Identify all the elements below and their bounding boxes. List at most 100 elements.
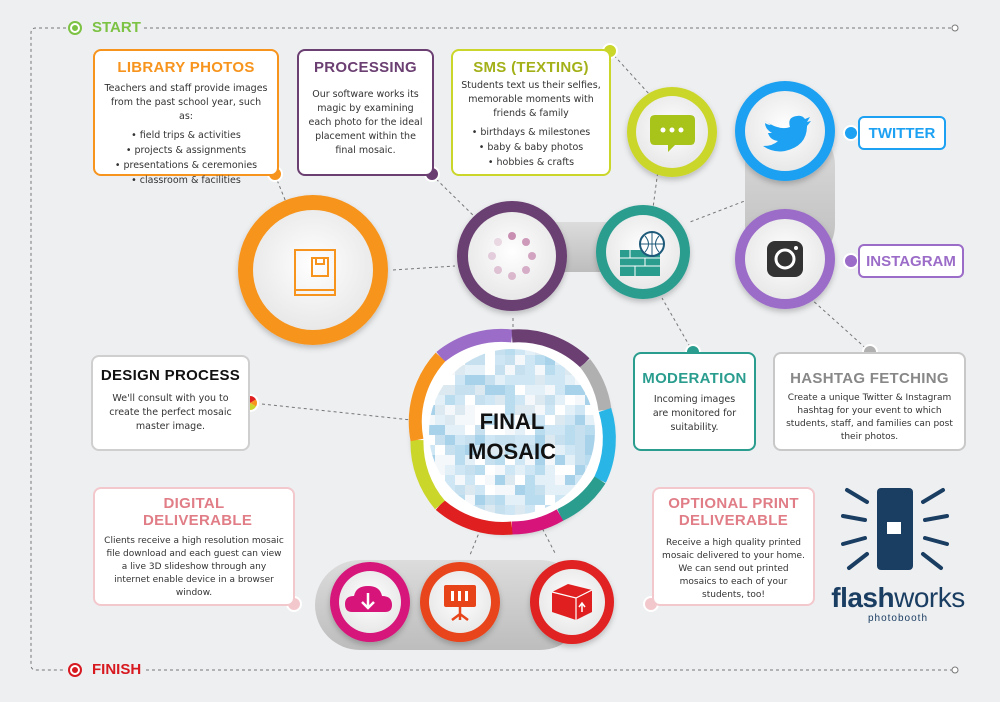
mosaic-tile	[445, 405, 455, 415]
mosaic-tile	[545, 495, 555, 505]
mosaic-tile	[465, 385, 475, 395]
processing-text: Our software works its magic by examinin…	[308, 89, 423, 156]
mosaic-tile	[555, 375, 565, 385]
mosaic-tile	[525, 455, 535, 465]
mosaic-tile	[445, 445, 455, 455]
mosaic-tile	[485, 349, 495, 355]
hashtag-box: HASHTAG FETCHING Create a unique Twitter…	[773, 352, 966, 451]
presentation-icon	[444, 585, 476, 621]
mosaic-tile	[435, 425, 445, 435]
mosaic-tile	[535, 485, 545, 495]
mosaic-tile	[565, 395, 575, 405]
mosaic-tile	[495, 365, 505, 375]
mosaic-tile	[475, 475, 485, 485]
mosaic-tile	[555, 385, 565, 395]
mosaic-tile	[505, 425, 515, 435]
mosaic-tile	[429, 445, 435, 455]
hashtag-text: Create a unique Twitter & Instagram hash…	[786, 393, 953, 442]
mosaic-tile	[475, 385, 485, 395]
brand-name-part2: works	[894, 582, 965, 613]
mosaic-tile	[575, 515, 585, 525]
mosaic-tile	[545, 355, 555, 365]
mosaic-tile	[495, 435, 505, 445]
mosaic-tile	[445, 465, 455, 475]
mosaic-tile	[515, 455, 525, 465]
mosaic-tile	[565, 405, 575, 415]
mosaic-tile	[535, 435, 545, 445]
firewall-globe-icon	[620, 231, 665, 276]
mosaic-tile	[435, 405, 445, 415]
mosaic-tile	[455, 385, 465, 395]
mosaic-tile	[535, 385, 545, 395]
mosaic-tile	[515, 485, 525, 495]
mosaic-tile	[429, 435, 435, 445]
mosaic-tile	[505, 405, 515, 415]
mosaic-tile	[585, 505, 595, 515]
mosaic-tile	[515, 505, 525, 515]
mosaic-tile	[515, 425, 525, 435]
mosaic-tile	[445, 395, 455, 405]
flow-frame	[30, 27, 952, 671]
mosaic-tile	[455, 395, 465, 405]
mosaic-tile	[455, 375, 465, 385]
mosaic-tile	[435, 515, 445, 525]
mosaic-tile	[475, 485, 485, 495]
mosaic-tile	[485, 455, 495, 465]
mosaic-tile	[525, 355, 535, 365]
list-item: classroom & facilities	[95, 173, 277, 188]
hashtag-title: HASHTAG FETCHING	[790, 370, 949, 387]
processing-title: PROCESSING	[313, 59, 418, 76]
mosaic-tile	[505, 485, 515, 495]
design-title: DESIGN PROCESS	[100, 367, 241, 384]
mosaic-tile	[475, 435, 485, 445]
mosaic-tile	[575, 465, 585, 475]
mosaic-tile	[445, 415, 455, 425]
mosaic-tile	[455, 405, 465, 415]
mosaic-tile	[525, 365, 535, 375]
mosaic-tile	[429, 415, 435, 425]
mosaic-tile	[555, 445, 565, 455]
mosaic-tile	[455, 485, 465, 495]
mosaic-tile	[465, 365, 475, 375]
mosaic-tile	[505, 435, 515, 445]
mosaic-tile	[565, 385, 575, 395]
mosaic-ring	[408, 328, 616, 535]
mosaic-tile	[465, 415, 475, 425]
mosaic-tile	[495, 375, 505, 385]
mosaic-tile	[535, 445, 545, 455]
mosaic-tile	[485, 355, 495, 365]
library-text: Teachers and staff provide images from t…	[104, 83, 268, 122]
mosaic-tile	[435, 455, 445, 465]
mosaic-tile	[505, 455, 515, 465]
mosaic-tile	[495, 405, 505, 415]
box-icon	[551, 584, 593, 620]
mosaic-tile	[485, 405, 495, 415]
mosaic-tile	[475, 355, 485, 365]
mosaic-tile	[585, 515, 595, 525]
mosaic-tile	[505, 475, 515, 485]
mosaic-tile	[445, 375, 455, 385]
mosaic-tile	[485, 365, 495, 375]
mosaic-tile	[565, 435, 575, 445]
mosaic-tile	[465, 405, 475, 415]
mosaic-tile	[445, 425, 455, 435]
finish-label: FINISH	[92, 661, 142, 678]
brand-tagline: photobooth	[867, 613, 929, 624]
mosaic-tile	[525, 495, 535, 505]
mosaic-tile	[555, 405, 565, 415]
speech-bubble-icon	[650, 115, 695, 152]
sms-list: birthdays & milestones baby & baby photo…	[453, 125, 609, 170]
mosaic-tile	[455, 415, 465, 425]
mosaic-tile	[495, 485, 505, 495]
mosaic-tile	[545, 435, 555, 445]
print-box: OPTIONAL PRINT DELIVERABLE Receive a hig…	[652, 487, 815, 606]
digital-box: DIGITAL DELIVERABLE Clients receive a hi…	[93, 487, 295, 606]
mosaic-tile	[555, 425, 565, 435]
mosaic-tile	[485, 475, 495, 485]
mosaic-tile	[495, 415, 505, 425]
mosaic-tile	[429, 405, 435, 415]
mosaic-tile	[495, 445, 505, 455]
mosaic-tile	[595, 345, 605, 355]
mosaic-tile	[475, 395, 485, 405]
brand-logo: flashworks photobooth	[828, 582, 968, 625]
